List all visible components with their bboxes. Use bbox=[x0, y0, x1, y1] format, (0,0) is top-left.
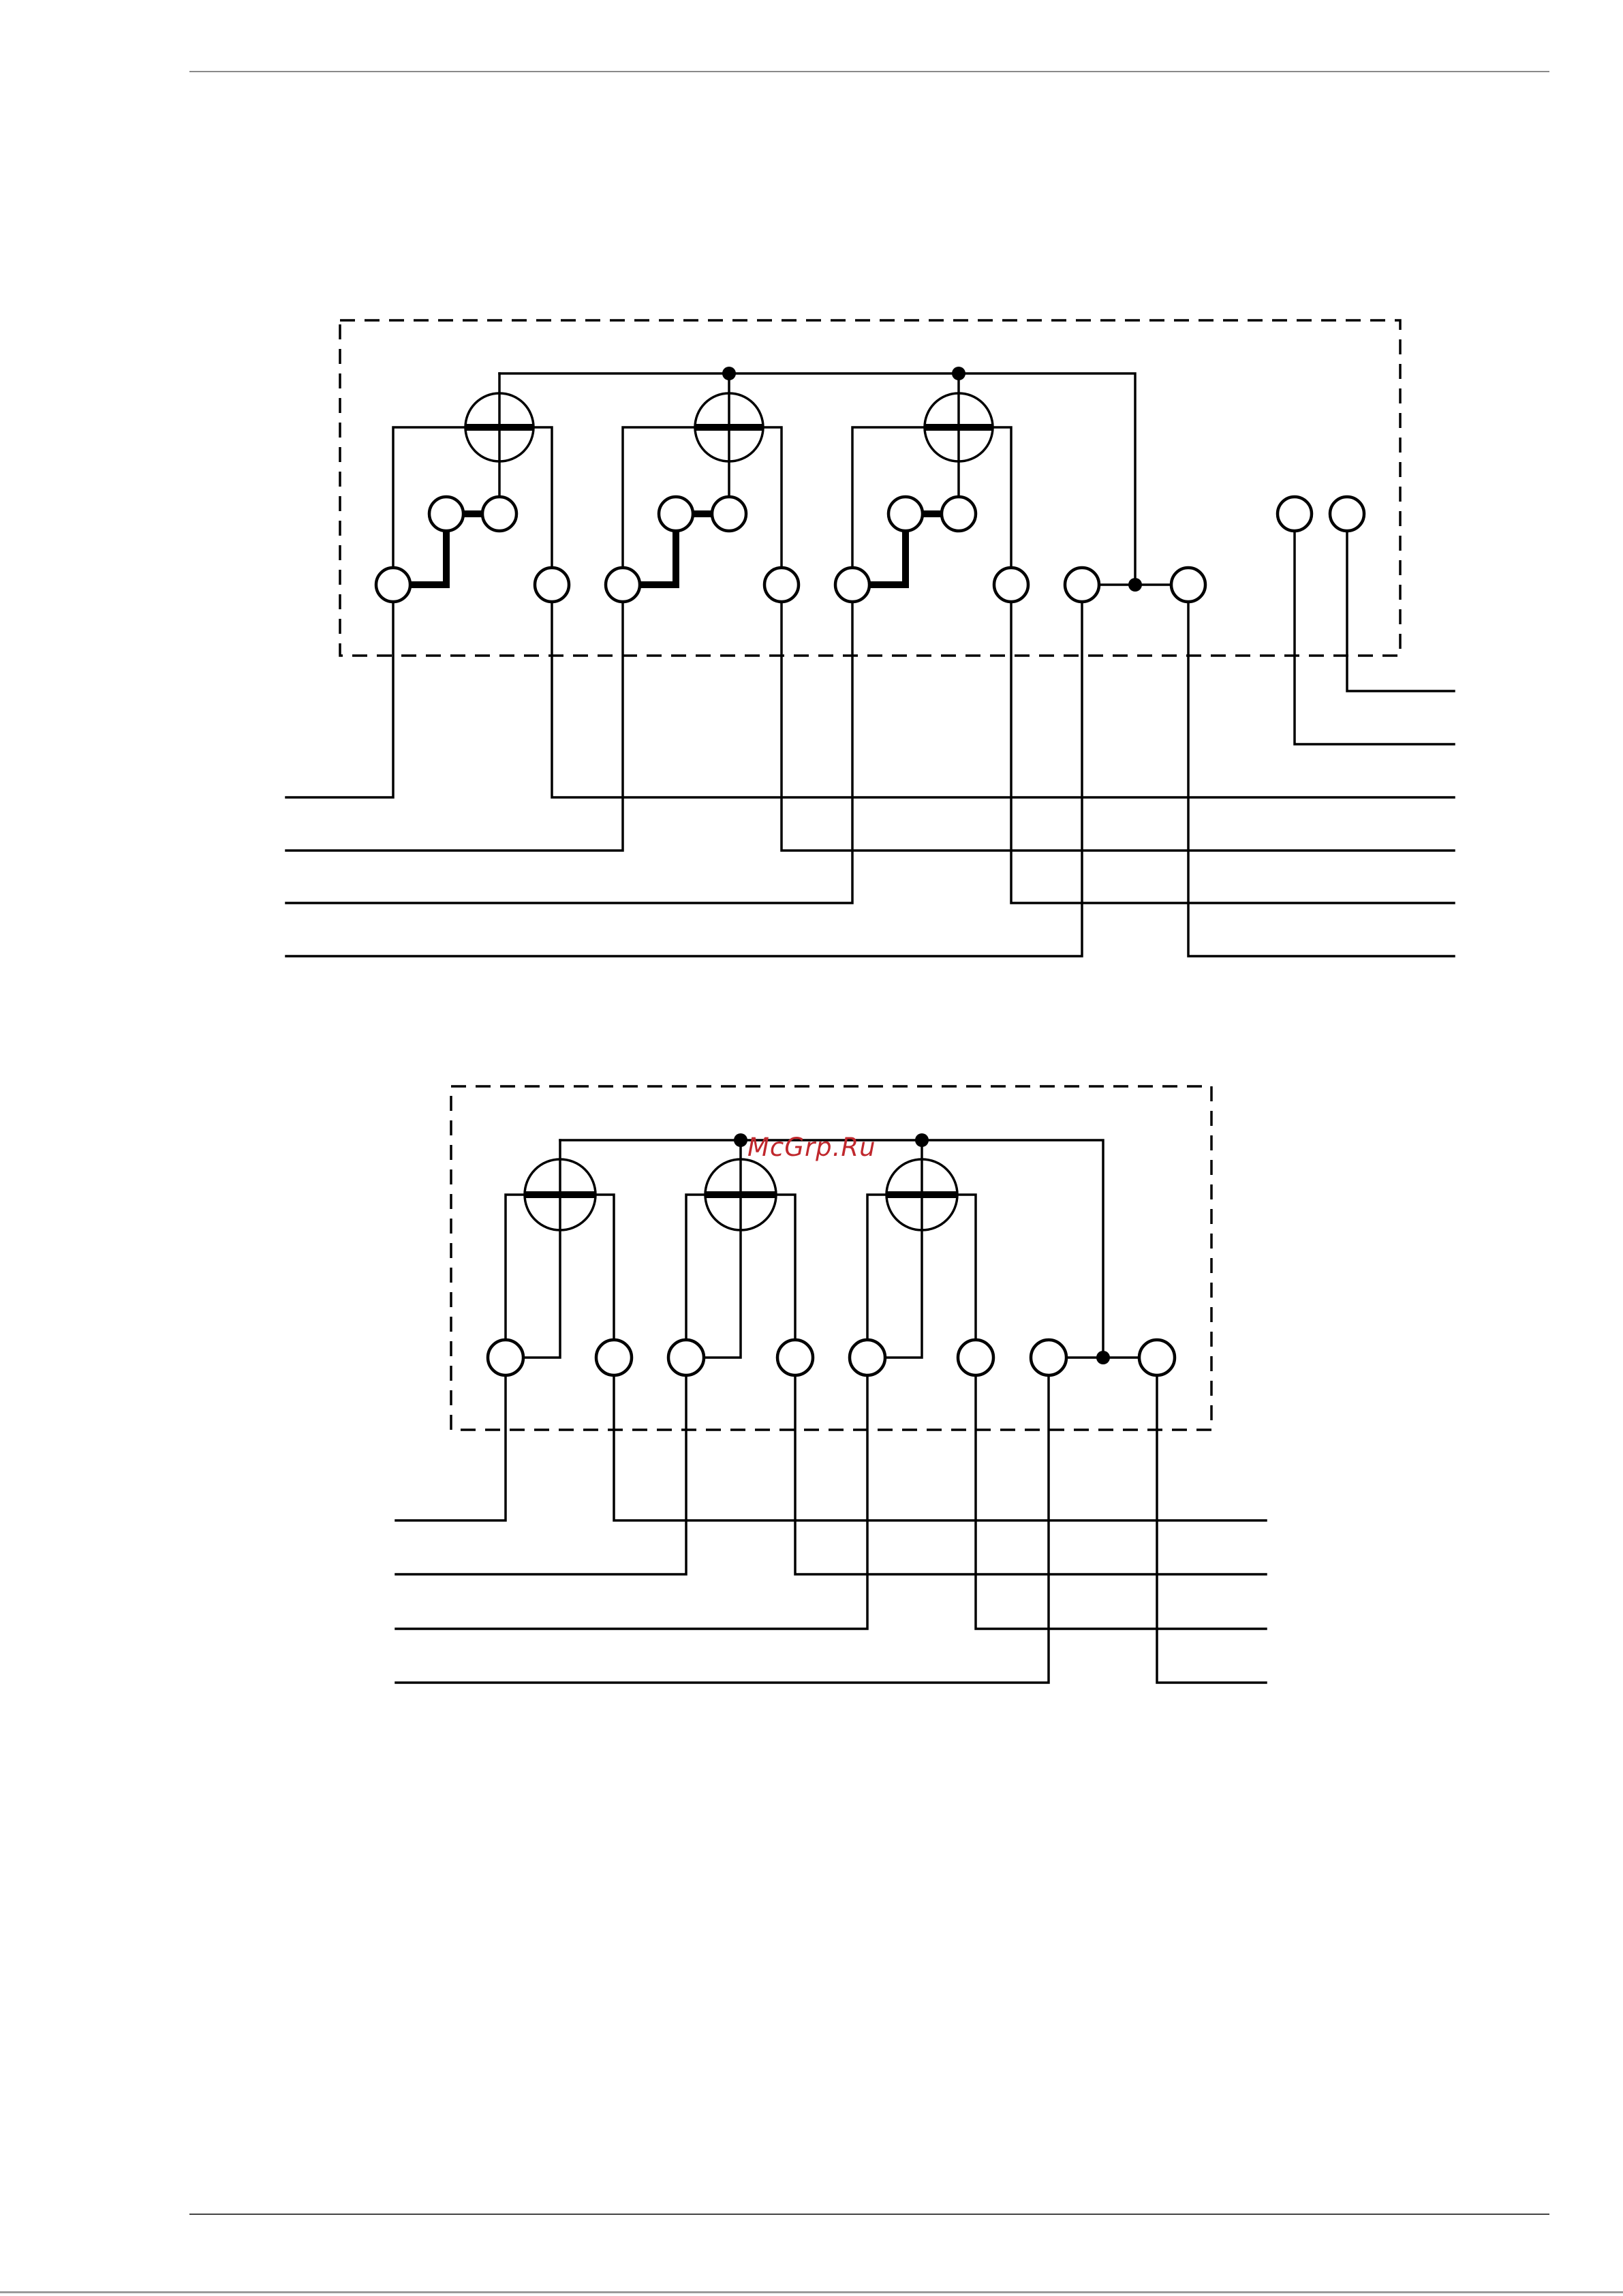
top-aux-terminal-1 bbox=[1278, 497, 1312, 531]
bottom-junction-dot bbox=[1096, 1351, 1110, 1364]
bottom-line-2-out bbox=[795, 1358, 1266, 1574]
bottom-terminal-6 bbox=[777, 1340, 813, 1375]
footer-rule bbox=[189, 2214, 1549, 2215]
top-voltage-terminal-6 bbox=[942, 497, 976, 531]
top-line-2-in bbox=[286, 585, 623, 851]
top-voltage-terminal-5 bbox=[888, 497, 923, 531]
bottom-junction-dot bbox=[734, 1133, 747, 1147]
bottom-line-3-in bbox=[396, 1358, 867, 1629]
top-voltage-bus bbox=[499, 373, 1135, 585]
top-line-1-out bbox=[552, 585, 1454, 797]
bottom-line-2-in bbox=[396, 1358, 686, 1574]
top-current-coil-1 bbox=[393, 427, 552, 585]
bottom-line-1-out bbox=[614, 1358, 1266, 1520]
top-terminal-1 bbox=[376, 568, 410, 602]
bottom-terminal-9 bbox=[958, 1340, 993, 1375]
top-wiring-diagram bbox=[286, 320, 1454, 956]
bottom-junction-dot bbox=[915, 1133, 929, 1147]
bottom-terminal-4 bbox=[668, 1340, 704, 1375]
top-terminal-6 bbox=[764, 568, 799, 602]
top-terminal-11 bbox=[1171, 568, 1205, 602]
top-aux-terminal-2 bbox=[1330, 497, 1364, 531]
top-neutral-in bbox=[286, 585, 1082, 956]
bottom-line-1-in bbox=[396, 1358, 506, 1520]
top-voltage-terminal-4 bbox=[712, 497, 746, 531]
top-line-1-in bbox=[286, 585, 393, 797]
bottom-terminal-10 bbox=[1031, 1340, 1066, 1375]
top-current-coil-2 bbox=[623, 427, 782, 585]
bottom-terminal-1 bbox=[488, 1340, 523, 1375]
top-terminal-4 bbox=[606, 568, 640, 602]
top-neutral-out bbox=[1188, 585, 1454, 956]
top-terminal-9 bbox=[994, 568, 1028, 602]
bottom-line-3-out bbox=[976, 1358, 1266, 1629]
top-current-coil-3 bbox=[852, 427, 1011, 585]
bottom-terminal-11 bbox=[1139, 1340, 1175, 1375]
top-junction-dot bbox=[1128, 578, 1142, 592]
top-voltage-terminal-2 bbox=[482, 497, 516, 531]
top-terminal-3 bbox=[535, 568, 569, 602]
top-line-3-in bbox=[286, 585, 852, 903]
top-voltage-terminal-1 bbox=[429, 497, 463, 531]
top-junction-dot bbox=[952, 367, 965, 380]
top-junction-dot bbox=[722, 367, 736, 380]
bottom-terminal-7 bbox=[850, 1340, 885, 1375]
bottom-wiring-diagram bbox=[396, 1086, 1266, 1683]
bottom-voltage-bus bbox=[560, 1140, 1103, 1358]
top-line-2-out bbox=[782, 585, 1454, 851]
top-terminal-10 bbox=[1065, 568, 1099, 602]
top-terminal-7 bbox=[835, 568, 869, 602]
watermark-text: McGrp.Ru bbox=[747, 1133, 876, 1162]
page-edge-rule bbox=[0, 2291, 1623, 2293]
top-aux-line-1 bbox=[1295, 514, 1454, 744]
top-voltage-terminal-3 bbox=[659, 497, 693, 531]
bottom-terminal-3 bbox=[596, 1340, 632, 1375]
